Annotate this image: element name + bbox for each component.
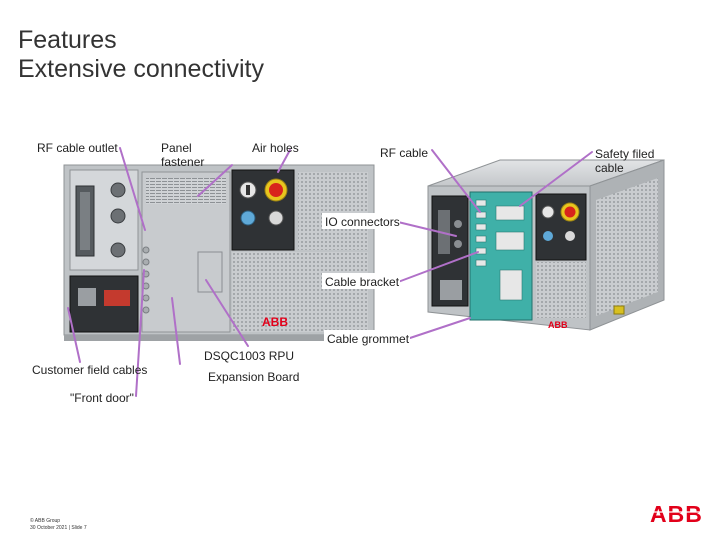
title-line-2: Extensive connectivity — [18, 55, 264, 83]
key-switch — [268, 210, 284, 226]
label-rf-cable: RF cable — [380, 146, 429, 160]
label-customer-field-cables: Customer field cables — [32, 363, 148, 377]
leader-lines — [67, 147, 593, 397]
footer-copyright: © ABB Group — [30, 518, 61, 524]
label-rf-cable-outlet: RF cable outlet — [37, 141, 118, 155]
title-line-1: Features — [18, 26, 117, 54]
leader-safety-cable — [519, 151, 593, 207]
label-cable-grommet: Cable grommet — [327, 332, 410, 346]
leader-cable-bracket — [397, 251, 479, 283]
label-front-door: "Front door" — [70, 391, 134, 405]
label-io-connectors: IO connectors — [325, 215, 400, 229]
leader-cable-grommet — [409, 317, 471, 339]
leader-rf-cable-outlet — [119, 147, 146, 231]
leader-front-door — [135, 269, 145, 397]
round-connector-3 — [110, 242, 126, 258]
round-connector-1 — [110, 182, 126, 198]
abb-logo-text: ABB — [650, 501, 703, 526]
round-connector-2 — [110, 208, 126, 224]
label-panel-fastener: Panel fastener — [161, 141, 205, 169]
label-dsqc-rpu: DSQC1003 RPU — [204, 349, 295, 363]
abb-logo: ABB — [650, 501, 708, 526]
label-safety-filed-cable: Safety filed cable — [595, 147, 655, 175]
leader-expansion-board — [171, 297, 181, 365]
iso-control-panel — [535, 193, 587, 261]
leader-panel-fastener — [197, 164, 233, 197]
mode-button — [240, 210, 256, 226]
leader-dsqc-rpu — [205, 279, 249, 347]
leader-io-connectors — [397, 221, 457, 237]
front-view-cabinet: ABB — [63, 164, 375, 341]
leader-rf-cable — [431, 149, 481, 213]
label-cable-bracket: Cable bracket — [325, 275, 400, 289]
iso-brand-text: ABB — [548, 320, 568, 330]
label-expansion-board: Expansion Board — [208, 370, 300, 384]
leader-customer-field-cables — [67, 307, 81, 363]
control-panel — [231, 169, 295, 251]
iso-view-cabinet: ABB — [427, 159, 665, 331]
front-brand-text: ABB — [262, 315, 288, 329]
label-air-holes: Air holes — [252, 141, 299, 155]
slide-title: Features Extensive connectivity — [18, 26, 264, 84]
slide-footer: © ABB Group 30 October 2021 | Slide 7 — [30, 518, 87, 532]
footer-date-slide: 30 October 2021 | Slide 7 — [30, 525, 87, 531]
air-hole-grille-right — [232, 252, 368, 332]
leader-air-holes — [277, 149, 291, 173]
